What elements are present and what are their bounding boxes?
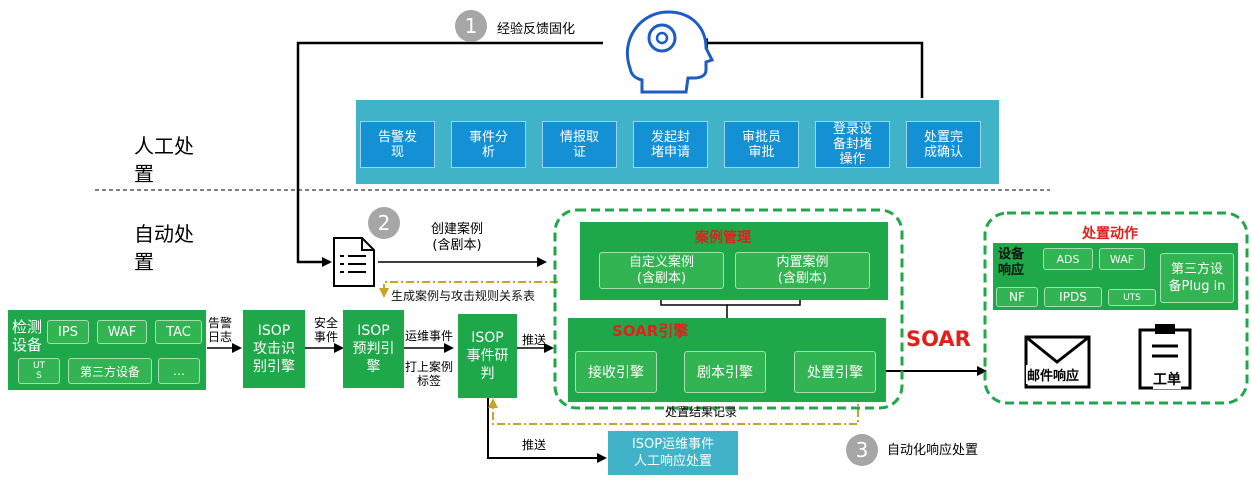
soar-label: SOAR (906, 327, 971, 351)
manual-step-3: 情报取 证 (542, 121, 617, 168)
step-1-badge: 1 (455, 10, 487, 42)
gen-case-line (379, 281, 558, 298)
action-third-party: 第三方设 备Plug in (1160, 253, 1234, 303)
soar-engine-title: SOAR引擎 (612, 322, 689, 340)
builtin-case: 内置案例 (含剧本) (735, 252, 870, 289)
manual-step-5: 审批员 审批 (724, 121, 799, 168)
result-record-label: 处置结果记录 (665, 405, 738, 419)
document-icon (333, 237, 375, 287)
device-ips: IPS (47, 320, 89, 344)
action-nf: NF (996, 287, 1038, 307)
custom-case: 自定义案例 (含剧本) (599, 252, 724, 289)
feedback-arrow-left (296, 41, 603, 267)
create-case-label: 创建案例 (含剧本) (430, 222, 483, 253)
playbook-engine: 剧本引擎 (684, 351, 766, 393)
step-3-badge: 3 (846, 434, 878, 466)
detection-title: 检测 设备 (12, 318, 43, 354)
gen-case-label: 生成案例与攻击规则关系表 (391, 289, 536, 303)
isop-prejudge-engine: ISOP 预判引 擎 (343, 310, 404, 388)
action-ipds: IPDS (1044, 287, 1102, 307)
action-waf: WAF (1099, 248, 1145, 270)
push-label-2: 推送 (522, 438, 547, 452)
device-waf: WAF (97, 320, 147, 344)
actions-title: 处置动作 (1082, 226, 1138, 242)
isop-attack-engine: ISOP 攻击识 别引擎 (243, 310, 305, 388)
push-label-1: 推送 (522, 333, 547, 347)
isop-research: ISOP 事件研 判 (458, 314, 517, 398)
tag-label: 打上案例 标签 (405, 360, 454, 388)
device-response-title: 设备 响应 (998, 247, 1025, 278)
soar-container (553, 208, 904, 410)
manual-step-2: 事件分 析 (451, 121, 526, 168)
result-record-line (488, 393, 859, 425)
manual-step-1: 告警发 现 (360, 121, 435, 168)
manual-step-7: 处置完 成确认 (906, 121, 981, 168)
isop-manual-response: ISOP运维事件 人工响应处置 (608, 431, 738, 475)
case-management-title: 案例管理 (695, 230, 751, 246)
step-3-label: 自动化响应处置 (887, 443, 979, 458)
manual-step-4: 发起封 堵申请 (633, 121, 708, 168)
brain-head-icon (625, 10, 715, 94)
step-1-label: 经验反馈固化 (497, 22, 576, 37)
push-down-arrow (487, 398, 607, 463)
security-event-label: 安全 事件 (314, 316, 339, 344)
alarm-log-label: 告警 日志 (208, 316, 233, 344)
step-2-badge: 2 (368, 207, 400, 239)
auto-section-label: 自动处 置 (134, 222, 194, 274)
action-ads: ADS (1043, 248, 1093, 270)
receive-engine: 接收引擎 (575, 351, 657, 393)
manual-section-label: 人工处 置 (134, 134, 194, 186)
action-uts: UTS (1108, 289, 1156, 306)
dispose-engine: 处置引擎 (794, 351, 876, 393)
actions-container (983, 211, 1249, 405)
device-more: … (158, 358, 200, 384)
device-uts: UT S (18, 358, 60, 384)
manual-step-6: 登录设 备封堵 操作 (815, 121, 890, 168)
email-response-label: 邮件响应 (1026, 365, 1081, 384)
ticket-label: 工单 (1153, 369, 1181, 389)
ops-event-label: 运维事件 (405, 329, 454, 343)
device-tac: TAC (155, 320, 202, 344)
feedback-arrow-right (698, 38, 924, 98)
device-third-party: 第三方设备 (68, 358, 152, 384)
